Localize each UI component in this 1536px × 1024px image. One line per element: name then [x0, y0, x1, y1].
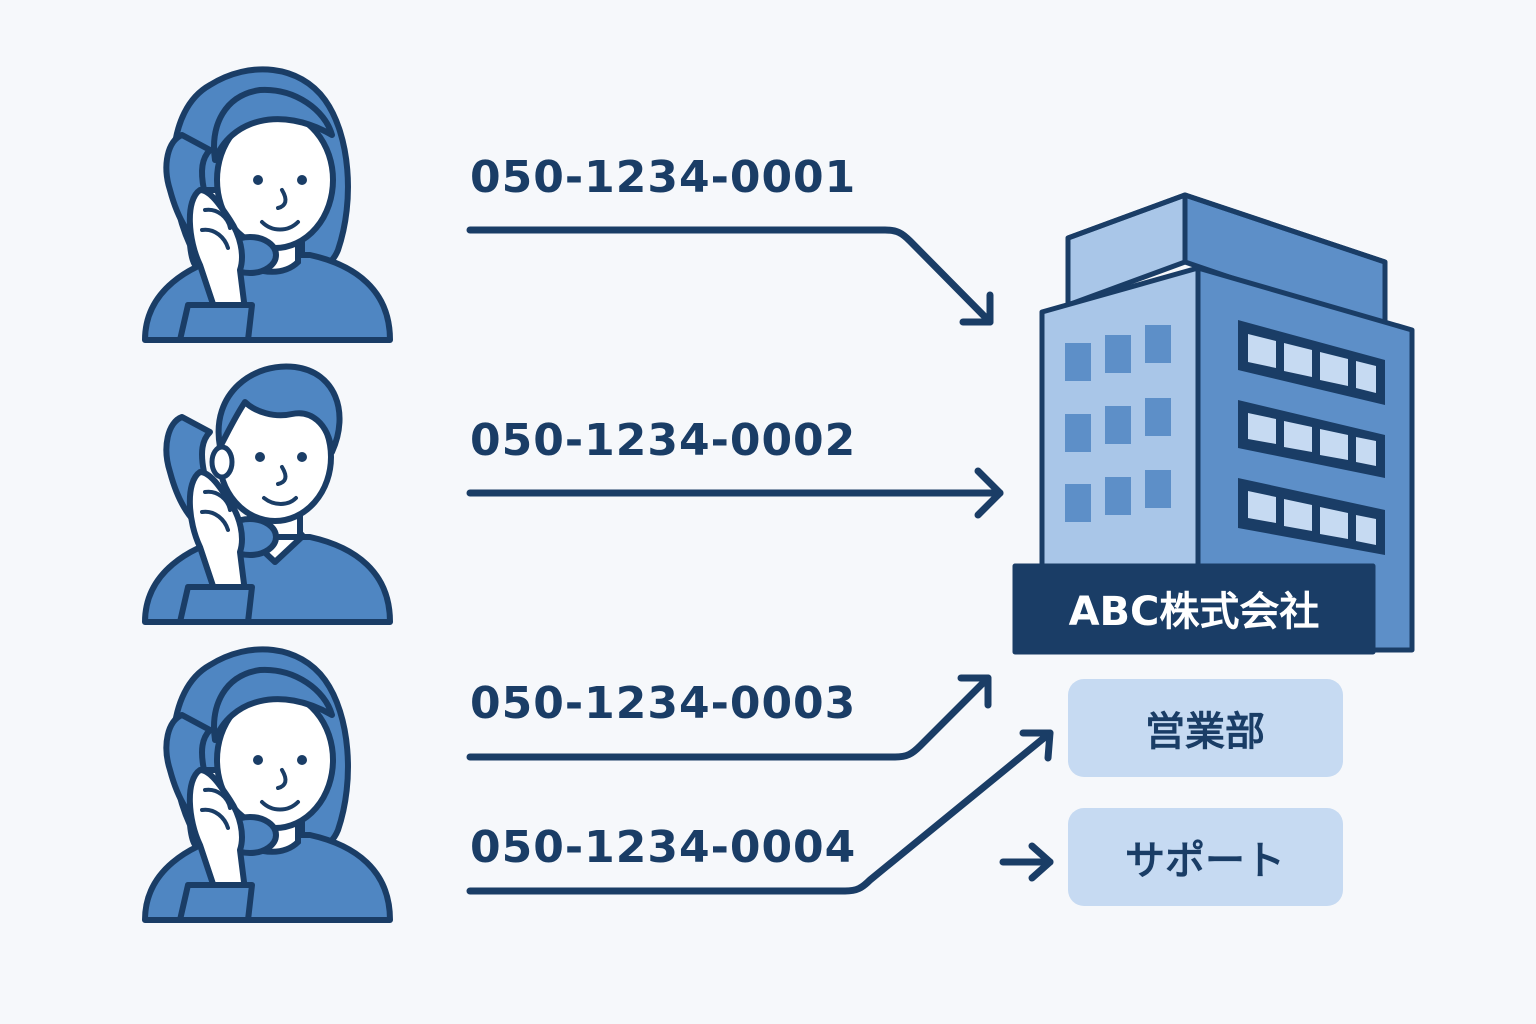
- phone-number-1: 050-1234-0001: [470, 152, 856, 203]
- route-arrow-2: [466, 467, 1004, 519]
- caller-3-woman-on-phone-icon: [145, 649, 390, 920]
- phone-number-3: 050-1234-0003: [470, 678, 856, 729]
- route-arrow-1: [466, 226, 994, 326]
- phone-number-2: 050-1234-0002: [470, 415, 856, 466]
- caller-2-man-on-phone-icon: [145, 366, 390, 622]
- department-label-support: サポート: [1125, 838, 1285, 884]
- route-arrow-4: [466, 729, 1054, 895]
- department-box-sales: 営業部: [1068, 679, 1343, 777]
- caller-1-woman-on-phone-icon: [145, 69, 390, 340]
- phone-number-4: 050-1234-0004: [470, 822, 856, 873]
- department-box-support: サポート: [1068, 808, 1343, 906]
- company-name-label: ABC株式会社: [1069, 589, 1320, 635]
- office-building-icon: [1012, 192, 1415, 655]
- department-label-sales: 営業部: [1145, 709, 1265, 755]
- support-arrow: [999, 842, 1054, 882]
- route-arrow-3: [466, 674, 992, 761]
